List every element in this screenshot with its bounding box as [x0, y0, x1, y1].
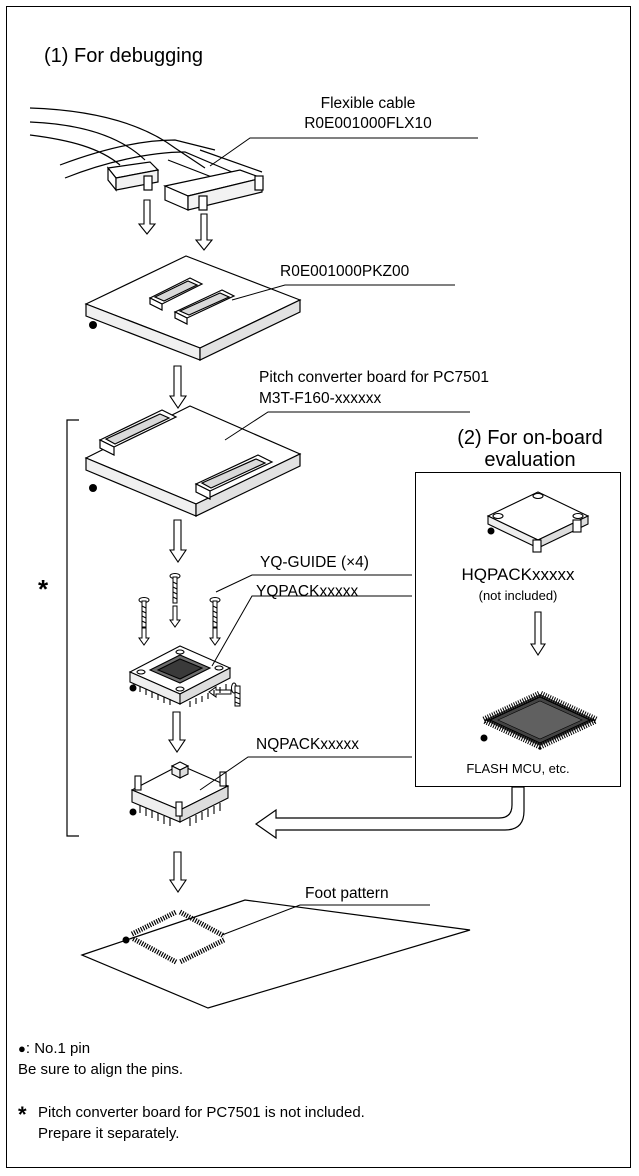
- pkz-board: [86, 256, 300, 360]
- pin1-dot-nqpack: [130, 809, 137, 816]
- onboard-title-line1: (2) For on-board: [430, 428, 630, 448]
- pitch-not-included-note: Pitch converter board for PC7501 is not …: [38, 1105, 365, 1120]
- yqpack: [130, 646, 230, 707]
- onboard-evaluation-box: [415, 472, 621, 787]
- align-note: Be sure to align the pins.: [18, 1062, 183, 1077]
- cable-connector-left: [108, 162, 158, 190]
- pin1-dot-foot: [123, 937, 130, 944]
- pitch-converter-part-number: M3T-F160-xxxxxx: [259, 391, 381, 407]
- flash-mcu-label: FLASH MCU, etc.: [418, 762, 618, 775]
- pin1-dot-pitch: [89, 484, 97, 492]
- yq-guide-label: YQ-GUIDE (×4): [260, 555, 369, 571]
- foot-pattern-label: Foot pattern: [305, 886, 389, 902]
- arrow-yqpack-to-nqpack: [169, 712, 185, 752]
- yqpack-label: YQPACKxxxxx: [256, 584, 358, 600]
- onboard-title-line2: evaluation: [430, 450, 630, 470]
- foot-pattern: [82, 900, 470, 1008]
- pin-bullet-icon: ●: [18, 1041, 26, 1056]
- hqpack-label: HQPACKxxxxx: [418, 566, 618, 583]
- arrow-pkz-to-pitch: [170, 366, 186, 408]
- hqpack-not-included: (not included): [418, 589, 618, 602]
- prepare-separately-note: Prepare it separately.: [38, 1126, 179, 1141]
- bracket-asterisk: *: [38, 576, 48, 602]
- flex-cable-part-number: R0E001000FLX10: [268, 116, 468, 132]
- pin1-dot-pkz: [89, 321, 97, 329]
- pkz-label: R0E001000PKZ00: [280, 264, 409, 280]
- arrow-pitch-to-yqpack: [170, 520, 186, 562]
- debugging-title: (1) For debugging: [44, 46, 203, 66]
- flex-cable-label: Flexible cable: [268, 96, 468, 112]
- arrow-mcu-to-nqpack: [256, 787, 524, 838]
- pin-legend-text: : No.1 pin: [26, 1040, 90, 1057]
- nqpack: [132, 762, 228, 826]
- nqpack-label: NQPACKxxxxx: [256, 737, 359, 753]
- cable-connector-right: [165, 170, 263, 210]
- pitch-converter-label: Pitch converter board for PC7501: [259, 370, 489, 386]
- pin1-dot-yqpack: [130, 685, 137, 692]
- pitch-converter-board: [86, 406, 300, 516]
- note-asterisk: *: [18, 1104, 27, 1126]
- pitch-converter-bracket: [67, 420, 79, 836]
- arrow-nqpack-to-foot: [170, 852, 186, 892]
- pin-legend: ●: No.1 pin: [18, 1041, 90, 1056]
